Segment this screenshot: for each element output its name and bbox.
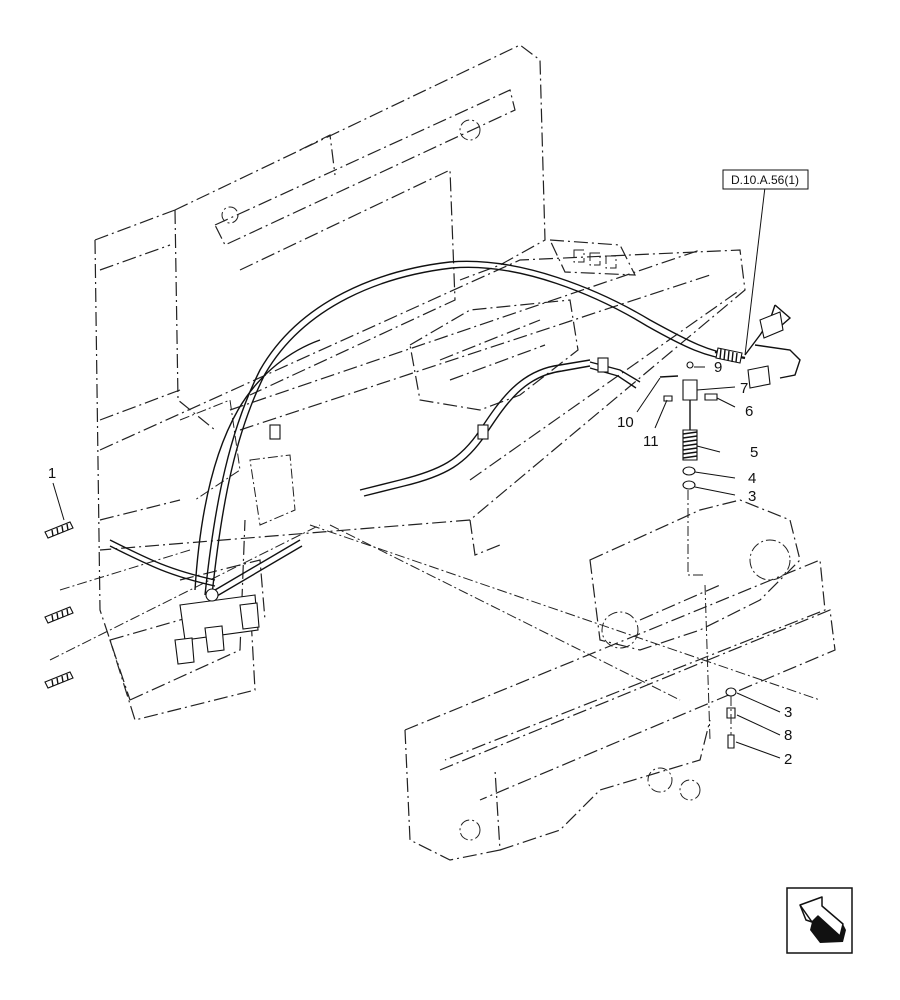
callout-4: 4 bbox=[748, 470, 756, 487]
bolt-set bbox=[44, 521, 74, 689]
leader-lines bbox=[52, 186, 781, 759]
reference-label: D.10.A.56(1) bbox=[731, 173, 799, 187]
callout-9: 9 bbox=[714, 359, 722, 376]
callout-10: 10 bbox=[617, 414, 634, 431]
bolt bbox=[44, 521, 74, 539]
callout-1: 1 bbox=[48, 465, 56, 482]
callout-7: 7 bbox=[740, 380, 748, 397]
reference-box[interactable]: D.10.A.56(1) bbox=[722, 169, 809, 190]
hydraulic-tube bbox=[109, 357, 641, 597]
brake-cable bbox=[194, 260, 746, 596]
cable-clip-bracket bbox=[174, 588, 260, 665]
callout-5: 5 bbox=[750, 444, 758, 461]
callout-labels: 1 9 7 6 10 11 5 4 3 3 8 2 bbox=[48, 359, 793, 768]
callout-6: 6 bbox=[745, 403, 753, 420]
bolt bbox=[44, 671, 74, 689]
chassis-frame-outline bbox=[49, 44, 836, 861]
callout-11: 11 bbox=[643, 433, 659, 450]
bolt bbox=[44, 606, 74, 624]
callout-3-upper: 3 bbox=[748, 488, 756, 505]
callout-2: 2 bbox=[784, 751, 792, 768]
parking-brake-lever bbox=[744, 304, 801, 389]
direction-arrow-icon[interactable] bbox=[786, 887, 853, 954]
callout-3-lower: 3 bbox=[784, 704, 792, 721]
exploded-parts bbox=[659, 361, 737, 749]
callout-8: 8 bbox=[784, 727, 792, 744]
